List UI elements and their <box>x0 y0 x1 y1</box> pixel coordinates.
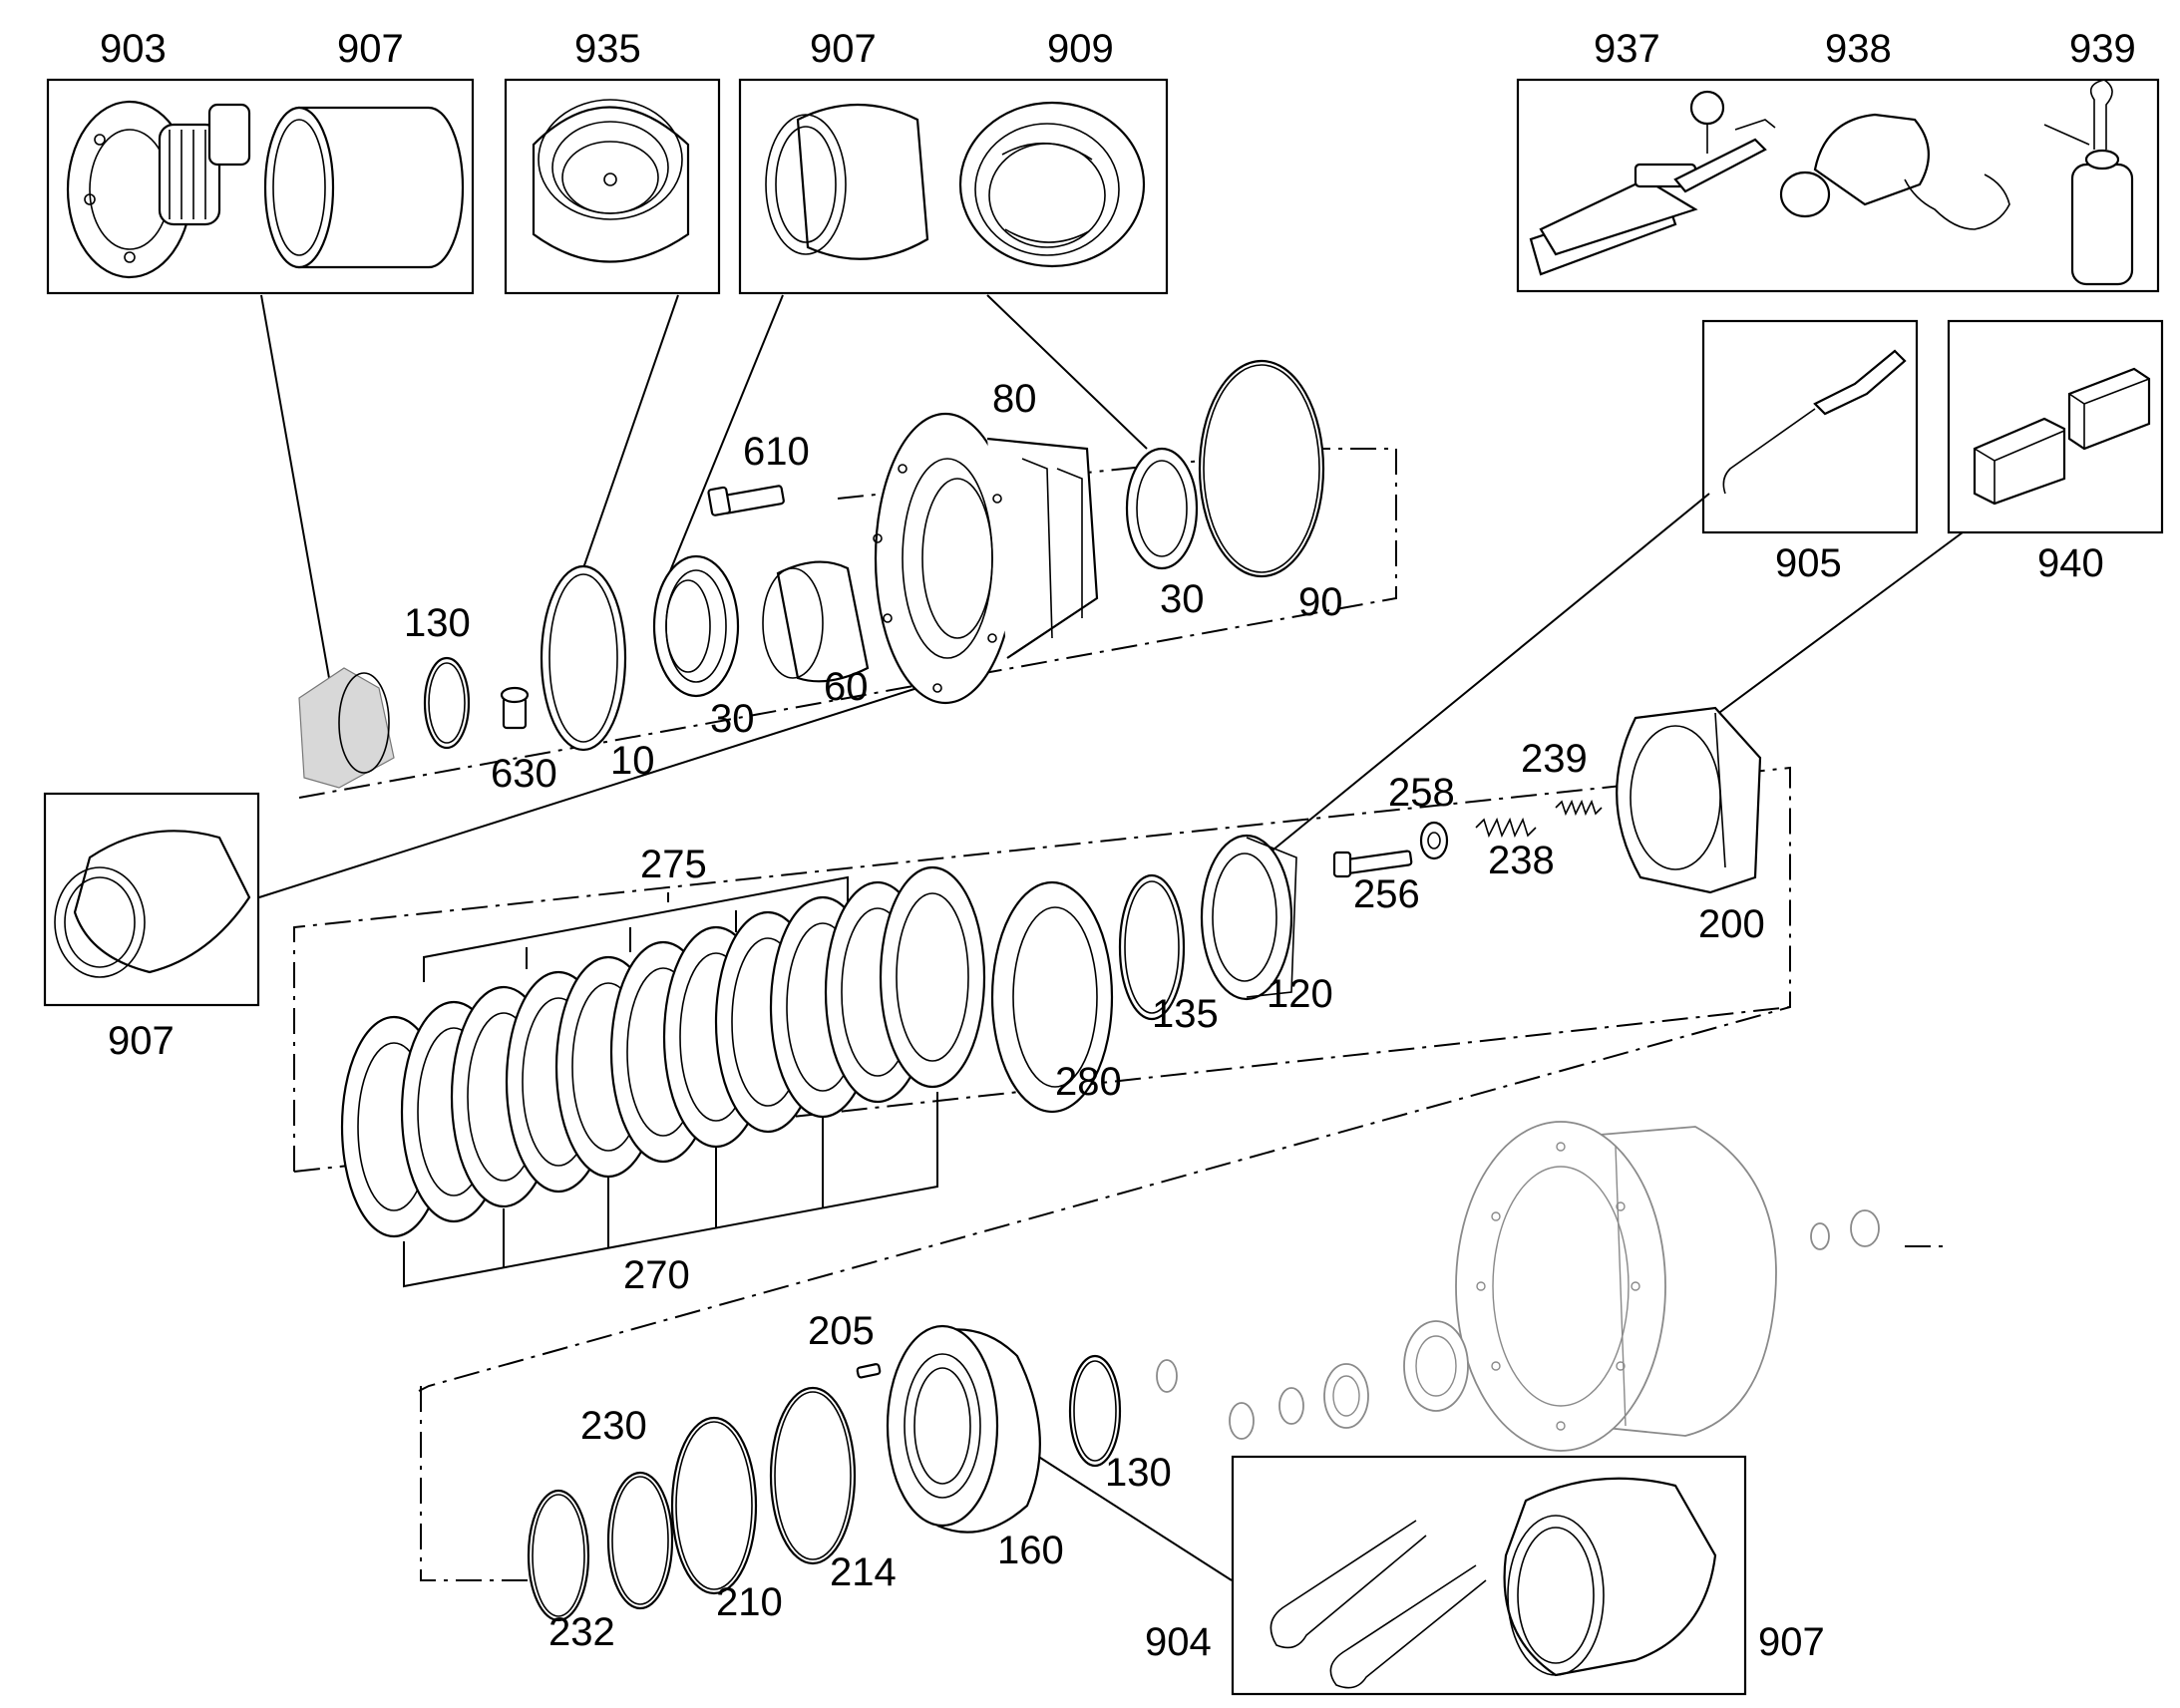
label-270: 270 <box>623 1253 690 1297</box>
background-housing <box>1455 1121 1777 1452</box>
label-275: 275 <box>640 843 707 886</box>
part-907-sleeve <box>263 106 465 269</box>
label-160: 160 <box>997 1529 1064 1572</box>
clutch-pack <box>340 865 986 1238</box>
label-120: 120 <box>1267 972 1333 1016</box>
label-210: 210 <box>716 1580 783 1624</box>
tool-box-903-907[interactable] <box>46 78 475 295</box>
part-90-oring <box>1198 359 1325 578</box>
part-200-cover <box>1616 706 1762 894</box>
label-630: 630 <box>491 752 557 796</box>
label-937: 937 <box>1594 27 1660 71</box>
part-120-gear <box>1200 834 1297 1001</box>
background-small-parts <box>1156 1209 1880 1440</box>
part-909-ring-tool <box>958 101 1146 268</box>
label-232: 232 <box>548 1610 615 1654</box>
part-256-bolt <box>1332 850 1413 878</box>
part-940-blocks <box>1973 367 2151 506</box>
part-258-washer <box>1419 821 1449 860</box>
part-130-oring-b <box>1068 1354 1122 1468</box>
part-938-coupling <box>1779 113 2010 230</box>
part-937-hydraulic-pump <box>1529 90 1776 276</box>
label-256: 256 <box>1353 872 1420 916</box>
label-10: 10 <box>610 739 655 783</box>
label-80: 80 <box>992 377 1037 421</box>
label-280: 280 <box>1055 1060 1122 1104</box>
label-258: 258 <box>1388 771 1455 815</box>
part-130-oring <box>423 656 471 750</box>
part-214-seal <box>769 1386 857 1565</box>
bracket-270 <box>403 1092 938 1288</box>
label-30: 30 <box>710 697 755 741</box>
part-80-housing <box>873 412 1099 705</box>
part-610-bolt <box>707 485 785 516</box>
tool-box-907-909[interactable] <box>738 78 1169 295</box>
label-610: 610 <box>743 430 810 474</box>
tool-box-907-left[interactable] <box>43 792 260 1007</box>
label-239: 239 <box>1521 737 1588 781</box>
label-939: 939 <box>2069 27 2136 71</box>
part-280-disc <box>990 880 1114 1114</box>
part-904-hooks <box>1270 1520 1487 1689</box>
label-935: 935 <box>574 27 641 71</box>
tool-box-904-907[interactable] <box>1231 1455 1747 1696</box>
part-907-sleeve-b <box>765 103 929 260</box>
label-938: 938 <box>1825 27 1892 71</box>
part-239-spring <box>1555 799 1603 817</box>
label-205: 205 <box>808 1309 875 1353</box>
part-60-bushing <box>762 560 870 683</box>
label-200: 200 <box>1698 902 1765 946</box>
label-904: 904 <box>1145 1620 1212 1664</box>
label-907: 907 <box>337 27 404 71</box>
label-907-d: 907 <box>1758 1620 1825 1664</box>
leader-lines <box>258 294 1964 1581</box>
label-907-b: 907 <box>810 27 877 71</box>
part-903-installed <box>298 667 395 789</box>
part-135-snap-ring <box>1118 873 1186 1021</box>
part-30-bearing-a <box>652 554 740 698</box>
part-160-piston <box>886 1324 1041 1534</box>
tool-box-905[interactable] <box>1701 319 1919 534</box>
label-30-b: 30 <box>1160 577 1205 621</box>
part-907-sleeve-d <box>1503 1477 1717 1677</box>
bracket-275 <box>423 875 849 982</box>
label-60: 60 <box>824 665 869 709</box>
part-939-bottle <box>2043 79 2134 286</box>
label-230: 230 <box>580 1404 647 1448</box>
part-205-pin <box>856 1363 882 1379</box>
tool-box-940[interactable] <box>1947 319 2164 534</box>
part-238-spring <box>1475 817 1537 839</box>
part-232-ring <box>527 1489 590 1622</box>
tool-box-935[interactable] <box>504 78 721 295</box>
label-90: 90 <box>1298 580 1343 624</box>
part-935-driver <box>532 99 690 263</box>
label-214: 214 <box>830 1550 897 1594</box>
part-630-plug <box>500 686 530 730</box>
part-270-steel-plate <box>879 865 986 1089</box>
part-905-pin-tool <box>1722 349 1907 495</box>
part-907-sleeve-c <box>54 830 251 978</box>
part-30-bearing-b <box>1125 447 1199 570</box>
label-940: 940 <box>2037 541 2104 585</box>
label-135: 135 <box>1152 992 1219 1036</box>
label-905: 905 <box>1775 541 1842 585</box>
label-238: 238 <box>1488 839 1555 882</box>
part-230-ring <box>606 1471 674 1610</box>
label-130: 130 <box>404 601 471 645</box>
tool-box-937-938-939[interactable] <box>1516 78 2160 293</box>
label-909: 909 <box>1047 27 1114 71</box>
label-130-b: 130 <box>1105 1451 1172 1495</box>
label-907-c: 907 <box>108 1019 175 1063</box>
part-903-adapter <box>66 100 251 279</box>
part-10-snap-ring <box>540 564 627 752</box>
label-903: 903 <box>100 27 167 71</box>
part-210-seal <box>670 1416 758 1595</box>
